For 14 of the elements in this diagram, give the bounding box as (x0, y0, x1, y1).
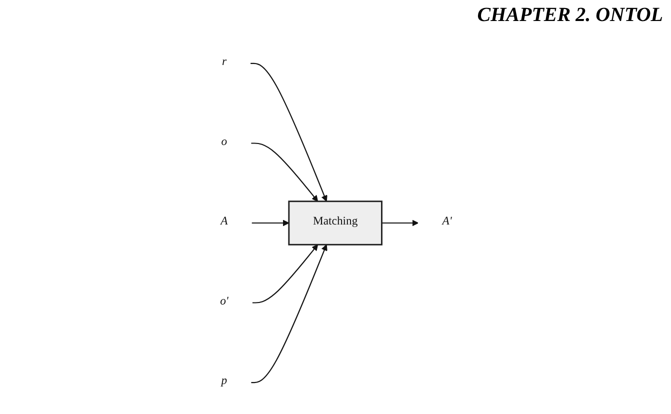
node-text: o' (220, 294, 228, 308)
arrow (381, 220, 418, 226)
node-text: A' (442, 215, 452, 228)
node-text: p (220, 374, 227, 388)
arrow (250, 244, 327, 384)
node-text: r (221, 56, 226, 68)
node-text: o (220, 135, 227, 148)
node-text: A (220, 215, 228, 228)
arrow (250, 142, 318, 202)
arrow (251, 220, 289, 226)
node-box: Matching (288, 200, 382, 246)
arrow (252, 244, 318, 304)
page-header: CHAPTER 2. ONTOL (477, 4, 663, 27)
arrow (250, 62, 327, 202)
